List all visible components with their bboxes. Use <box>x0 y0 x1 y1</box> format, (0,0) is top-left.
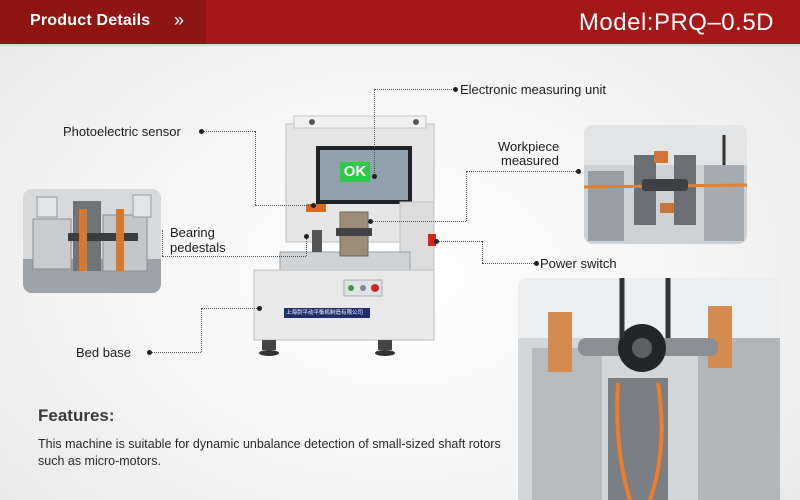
balancing-machine-illustration: OK 上海剑平动平衡机制造有限公司 <box>240 112 452 360</box>
callout-line-bearing-v2 <box>306 236 307 256</box>
rotor-closeup-photo <box>518 278 780 500</box>
model-label: Model:PRQ–0.5D <box>578 9 774 36</box>
callout-workpiece-line1: Workpiece <box>498 139 560 154</box>
double-chevron-right-icon: » <box>174 10 185 30</box>
manufacturer-plate-text: 上海剑平动平衡机制造有限公司 <box>286 310 364 316</box>
callout-bed-base: Bed base <box>76 345 131 360</box>
callout-line-electronic-h <box>374 89 456 90</box>
callout-pin-workpiece-start <box>368 219 373 224</box>
callout-line-bearing-h <box>162 256 306 257</box>
callout-line-photo-h <box>201 131 255 132</box>
header-divider <box>0 44 800 46</box>
callout-line-power-h1 <box>436 241 482 242</box>
callout-pin-bearing-end <box>304 234 309 239</box>
callout-pin-power-start <box>434 239 439 244</box>
callout-line-power-h2 <box>482 263 536 264</box>
callout-line-bed-h <box>149 352 201 353</box>
callout-electronic-measuring-unit: Electronic measuring unit <box>460 82 606 97</box>
callout-line-electronic-v <box>374 89 375 177</box>
workpiece-photo <box>584 125 747 244</box>
callout-line-bed-h2 <box>201 308 259 309</box>
callout-line-photo-v <box>255 131 256 205</box>
callout-bearing-line1: Bearing <box>170 225 215 240</box>
callout-line-workpiece-h <box>466 171 578 172</box>
section-title: Product Details <box>30 12 151 29</box>
callout-pin-power-end <box>534 261 539 266</box>
callout-pin-electronic-end <box>453 87 458 92</box>
callout-line-photo-h2 <box>255 205 313 206</box>
callout-photoelectric-sensor: Photoelectric sensor <box>63 124 181 139</box>
features-description: This machine is suitable for dynamic unb… <box>38 437 501 468</box>
callout-line-bed-v <box>201 308 202 352</box>
callout-pin-workpiece-end <box>576 169 581 174</box>
callout-pin-bed-start <box>147 350 152 355</box>
callout-power-switch: Power switch <box>540 256 617 271</box>
callout-pin-photo-end <box>311 203 316 208</box>
callout-pin-electronic-start <box>372 174 377 179</box>
header-title-tab <box>0 0 206 44</box>
header-bar: Product Details » Model:PRQ–0.5D <box>0 0 800 44</box>
callout-line-workpiece-h2 <box>370 221 466 222</box>
screen-ok-text: OK <box>343 163 367 180</box>
callout-pin-bed-end <box>257 306 262 311</box>
bearing-pedestals-photo <box>23 189 161 293</box>
callout-line-workpiece-v <box>466 171 467 221</box>
callout-pin-photo-start <box>199 129 204 134</box>
callout-bearing-line2: pedestals <box>170 240 226 255</box>
callout-workpiece-line2: measured <box>501 153 559 168</box>
callout-line-power-v <box>482 241 483 263</box>
features-heading: Features: <box>38 406 115 425</box>
callout-line-bearing-v <box>162 230 163 256</box>
